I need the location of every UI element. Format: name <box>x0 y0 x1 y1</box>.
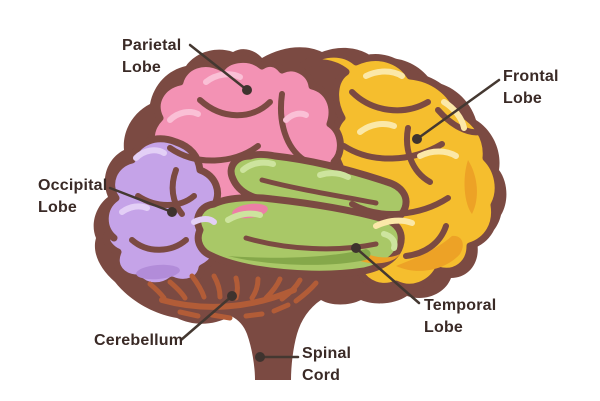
cerebellum-stripe <box>279 277 303 302</box>
occipital-highlight <box>119 203 150 215</box>
gyri-highlight-lines <box>357 68 467 229</box>
leader-cerebellum-line <box>179 294 234 342</box>
leader-cerebellum-dot <box>227 291 237 301</box>
leader-frontal-dot <box>412 134 422 144</box>
frontal-fissure <box>349 195 451 217</box>
cerebellum-stripe <box>167 279 188 301</box>
occipital-highlight <box>133 147 167 161</box>
frontal-fissure <box>435 107 483 136</box>
label-occipital-lobe: Occipital Lobe <box>38 175 107 219</box>
frontal-fissure <box>403 223 449 259</box>
occipital-fissure <box>129 237 189 253</box>
leader-temporal-dot <box>351 243 361 253</box>
label-frontal-line2: Lobe <box>503 90 543 107</box>
cerebellum-stripe <box>189 273 207 300</box>
occipital-highlight <box>191 216 217 225</box>
label-parietal-line2: Lobe <box>122 59 162 76</box>
label-occipital-line2: Lobe <box>38 199 78 216</box>
leader-dots <box>167 85 422 362</box>
parietal-fissure <box>167 143 261 164</box>
label-occipital-line1: Occipital <box>38 177 108 194</box>
frontal-highlight <box>363 68 405 79</box>
occipital-fissure <box>135 193 197 208</box>
leader-frontal-line <box>415 78 501 141</box>
temporal-highlight <box>240 159 276 173</box>
label-cerebellum-line1: Cerebellum <box>94 332 184 349</box>
frontal-highlight <box>417 148 459 159</box>
label-temporal-lobe: Temporal Lobe <box>424 295 496 339</box>
frontal-shade-blob <box>356 248 400 264</box>
label-parietal-line1: Parietal <box>122 37 182 54</box>
cerebellum-stripe <box>293 280 319 304</box>
temporal-shade-blob <box>228 249 371 265</box>
label-spinal-line2: Cord <box>302 367 341 384</box>
frontal-fissure <box>349 89 431 114</box>
leader-temporal-line <box>354 246 421 305</box>
frontal-highlight <box>441 99 467 131</box>
frontal-fissure <box>404 125 433 185</box>
parietal-highlight-lines <box>167 71 309 123</box>
temporal-highlight <box>225 210 263 223</box>
label-spinal-cord: Spinal Cord <box>302 343 351 387</box>
temporal-highlight <box>317 170 351 180</box>
leader-occipital-dot <box>167 207 177 217</box>
cerebellum-stripe <box>249 276 261 301</box>
occipital-highlight-lines <box>119 147 217 225</box>
leader-occipital-line <box>108 186 174 214</box>
label-temporal-line1: Temporal <box>424 297 497 314</box>
frontal-highlight <box>373 217 415 229</box>
leader-parietal-dot <box>242 85 252 95</box>
parietal-highlight <box>167 109 201 123</box>
gyri-fissure-lines <box>129 89 483 259</box>
occipital-shade-blob <box>136 264 180 280</box>
frontal-shade-blob <box>396 235 463 271</box>
parietal-fissure <box>197 97 273 119</box>
leader-parietal-line <box>188 43 249 92</box>
temporal-highlight-lines <box>225 159 398 251</box>
parietal-highlight <box>203 71 243 85</box>
parietal-fissure <box>278 91 307 163</box>
cerebellum-stripes <box>147 273 319 321</box>
frontal-lobe-shading <box>356 160 477 271</box>
frontal-highlight <box>357 121 397 135</box>
leader-lines <box>108 43 501 359</box>
label-cerebellum: Cerebellum <box>94 330 183 352</box>
cerebellum-stripe <box>243 311 265 319</box>
frontal-shade-blob <box>464 160 477 214</box>
parietal-highlight <box>283 110 309 123</box>
cerebellum-stripe <box>271 302 291 314</box>
label-temporal-line2: Lobe <box>424 319 464 336</box>
label-parietal-lobe: Parietal Lobe <box>122 35 181 79</box>
cerebellum-stripe <box>177 309 201 319</box>
label-frontal-line1: Frontal <box>503 68 559 85</box>
temporal-fissure <box>259 177 379 206</box>
label-spinal-line1: Spinal <box>302 345 352 362</box>
cerebellum-stripe <box>159 287 297 310</box>
leader-spinal-dot <box>255 352 265 362</box>
cerebellum-stripe <box>211 273 223 300</box>
occipital-fissure <box>169 167 185 217</box>
temporal-highlight <box>381 231 398 251</box>
temporal-fissure <box>243 235 379 252</box>
cerebellum-stripe <box>147 281 167 301</box>
cerebellum-stripe <box>263 276 283 301</box>
label-frontal-lobe: Frontal Lobe <box>503 66 559 110</box>
cerebellum-stripe <box>209 312 233 321</box>
